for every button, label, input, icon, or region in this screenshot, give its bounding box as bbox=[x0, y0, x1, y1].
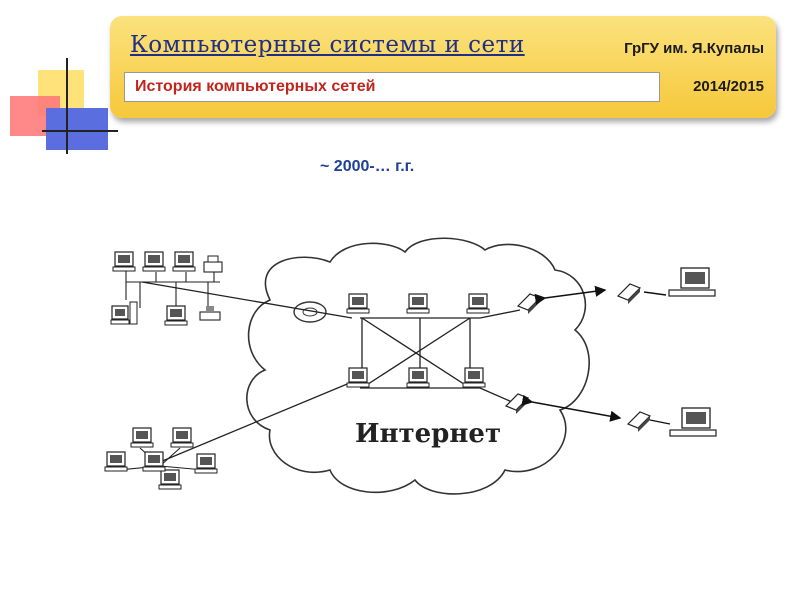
printer-icon bbox=[203, 255, 223, 273]
lan-workstation bbox=[194, 453, 218, 474]
remote-computer bbox=[669, 407, 717, 437]
internet-label: Интернет bbox=[355, 419, 501, 449]
header-banner: Компьютерные системы и сети ГрГУ им. Я.К… bbox=[110, 16, 776, 118]
lan-hub bbox=[142, 451, 166, 472]
lan-workstation bbox=[170, 427, 194, 448]
lan-workstation bbox=[158, 469, 182, 490]
router-node bbox=[293, 301, 327, 323]
lan-workstation bbox=[112, 251, 136, 272]
period-label: ~ 2000-… г.г. bbox=[320, 158, 415, 175]
slide-subtitle: История компьютерных сетей bbox=[135, 78, 376, 95]
lan-workstation bbox=[130, 427, 154, 448]
academic-year: 2014/2015 bbox=[693, 78, 764, 95]
remote-computer bbox=[668, 267, 716, 297]
decor-vertical-line bbox=[66, 58, 68, 154]
scanner-icon bbox=[199, 306, 221, 321]
university-name: ГрГУ им. Я.Купалы bbox=[624, 40, 764, 57]
decor-blue-square bbox=[46, 108, 108, 150]
server-node bbox=[462, 367, 486, 388]
remote-modem bbox=[617, 283, 641, 305]
internet-cloud bbox=[246, 237, 590, 495]
lan-workstation bbox=[142, 251, 166, 272]
server-node bbox=[406, 293, 430, 314]
server-node bbox=[346, 293, 370, 314]
lan-workstation bbox=[110, 301, 138, 325]
lan-workstation bbox=[104, 451, 128, 472]
remote-modem bbox=[627, 411, 651, 433]
course-title: Компьютерные системы и сети bbox=[130, 32, 525, 58]
lan-workstation bbox=[172, 251, 196, 272]
lan-bus bbox=[125, 270, 220, 310]
backbone-lines bbox=[141, 281, 521, 463]
server-node bbox=[406, 367, 430, 388]
subtitle-box: История компьютерных сетей bbox=[124, 72, 660, 102]
server-node bbox=[466, 293, 490, 314]
decor-horizontal-line bbox=[42, 130, 118, 132]
server-node bbox=[346, 367, 370, 388]
lan-workstation bbox=[164, 305, 188, 326]
